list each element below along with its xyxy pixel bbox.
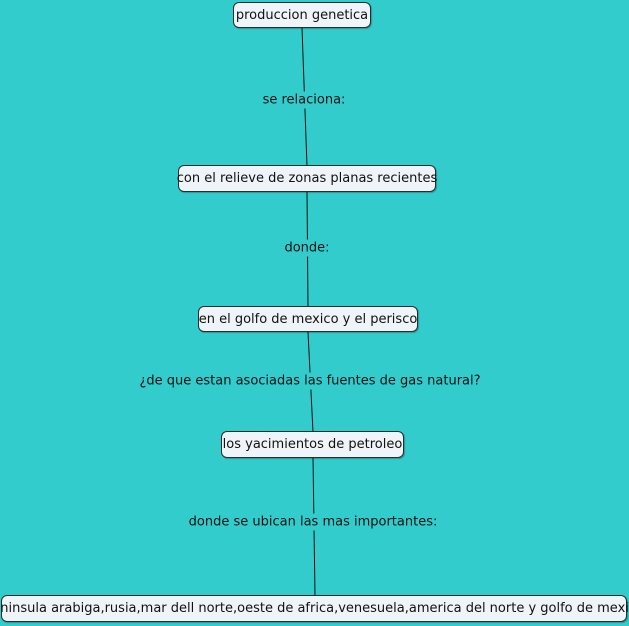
concept-node-relieve[interactable]: con el relieve de zonas planas recientes — [177, 165, 437, 192]
link-label-se-relaciona: se relaciona: — [260, 91, 348, 109]
link-label-donde: donde: — [282, 239, 332, 257]
concept-node-yacimientos[interactable]: los yacimientos de petroleo — [221, 431, 404, 458]
link-label-donde-se-ubican: donde se ubican las mas importantes: — [186, 513, 440, 531]
link-label-question: ¿de que estan asociadas las fuentes de g… — [137, 372, 483, 390]
concept-node-produccion-genetica[interactable]: produccion genetica — [233, 2, 371, 28]
concept-node-golfo[interactable]: en el golfo de mexico y el perisco — [198, 306, 418, 332]
concept-node-ubicaciones[interactable]: peninsula arabiga,rusia,mar dell norte,o… — [0, 595, 629, 622]
